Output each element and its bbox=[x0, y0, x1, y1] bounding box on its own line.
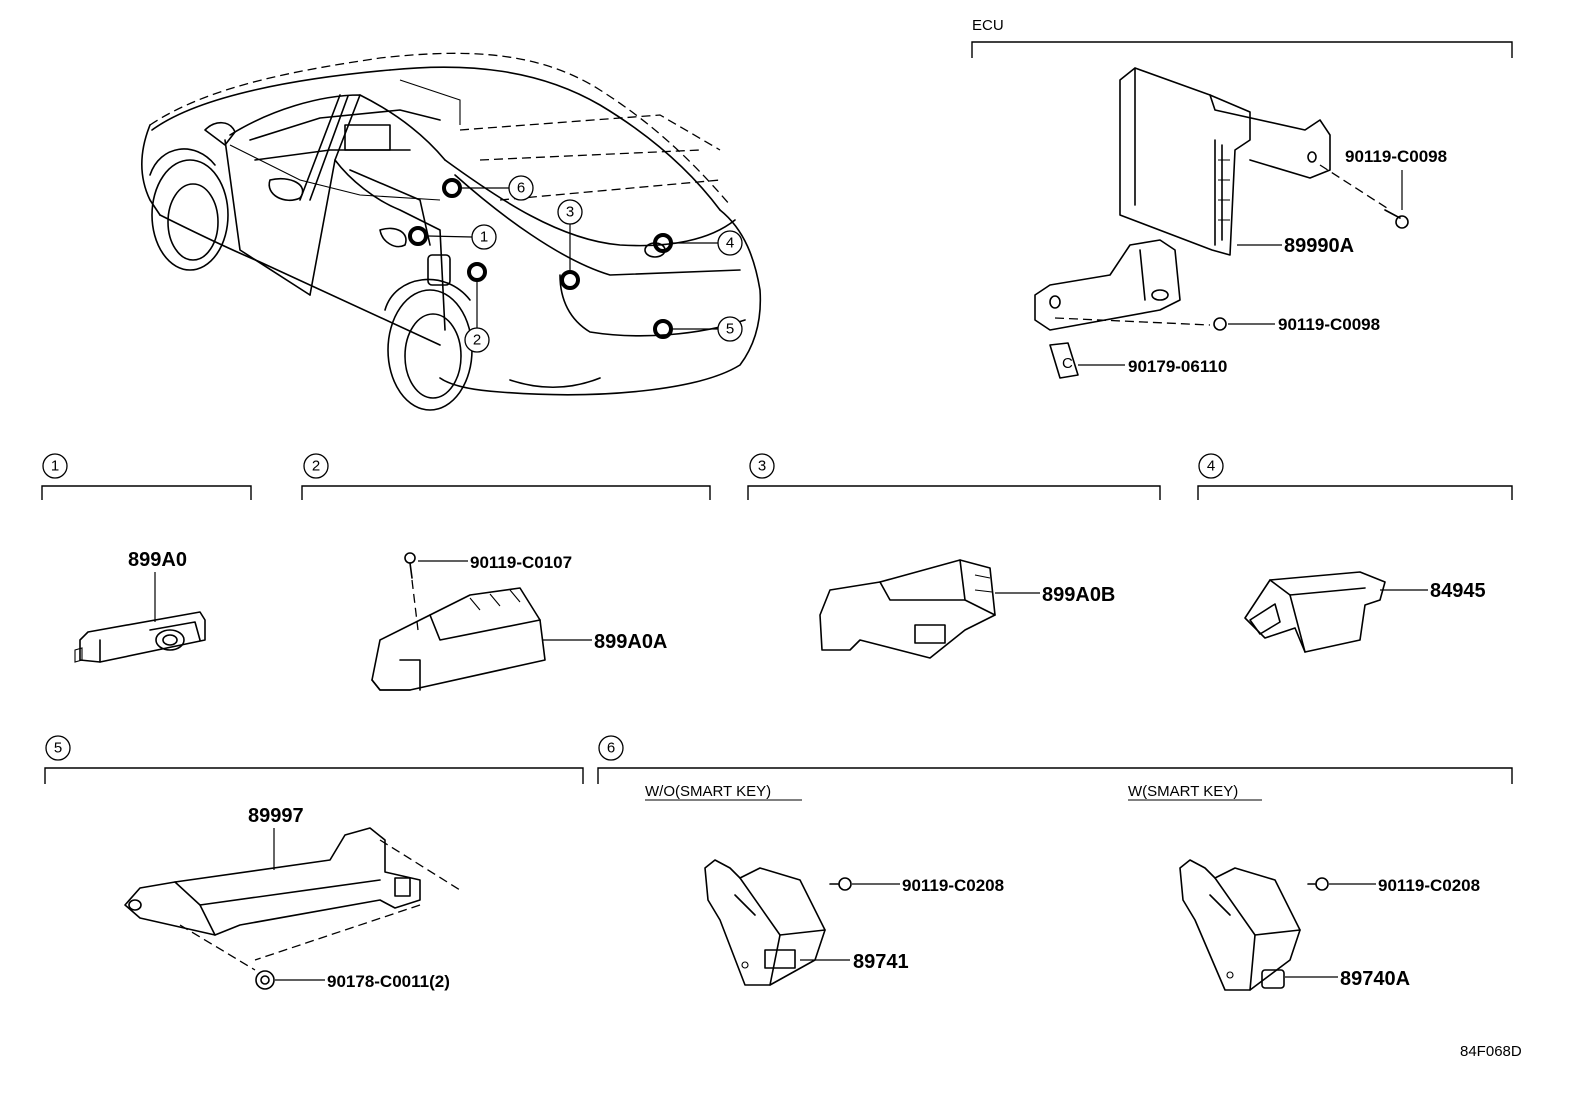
part-number-90119-C0107: 90119-C0107 bbox=[470, 553, 572, 572]
handle-sensor-89997-part bbox=[124, 827, 461, 971]
sensor-899A0B-part bbox=[819, 559, 996, 659]
section-2: 2 90119-C0107 899A0A bbox=[301, 453, 711, 691]
part-number-90179-06110: 90179-06110 bbox=[1128, 357, 1227, 376]
svg-text:2: 2 bbox=[312, 458, 320, 475]
part-number-90178-C0011: 90178-C0011(2) bbox=[327, 972, 450, 991]
ecu-unit bbox=[1034, 67, 1331, 331]
part-number-89741: 89741 bbox=[853, 951, 909, 973]
sensor-899A0A-part bbox=[371, 587, 546, 691]
part-number-89740A: 89740A bbox=[1340, 968, 1410, 990]
svg-text:4: 4 bbox=[1207, 458, 1215, 475]
svg-text:6: 6 bbox=[607, 740, 615, 757]
svg-text:6: 6 bbox=[517, 180, 525, 197]
svg-text:1: 1 bbox=[480, 229, 488, 246]
section-6: 6 W/O(SMART KEY) 90119-C0208 89741 bbox=[597, 735, 1513, 991]
svg-text:3: 3 bbox=[758, 458, 766, 475]
part-number-899A0A: 899A0A bbox=[594, 631, 667, 653]
svg-text:5: 5 bbox=[54, 740, 62, 757]
svg-text:4: 4 bbox=[726, 235, 734, 252]
screw-icon bbox=[1307, 877, 1329, 891]
screw-icon bbox=[404, 552, 416, 579]
part-number-90119-C0098-top: 90119-C0098 bbox=[1345, 147, 1447, 166]
section-5: 5 89997 90178-C0011(2) bbox=[44, 735, 584, 991]
car-location-markers bbox=[408, 178, 673, 339]
section-1: 1 899A0 bbox=[41, 453, 252, 663]
svg-text:C: C bbox=[1062, 355, 1073, 372]
svg-text:3: 3 bbox=[566, 204, 574, 221]
car-callout-5: 5 bbox=[672, 316, 743, 342]
sensor-899A0-part bbox=[74, 611, 206, 663]
figure-code: 84F068D bbox=[1460, 1043, 1522, 1060]
variant-label-wo-smart-key: W/O(SMART KEY) bbox=[645, 783, 771, 800]
camera-84945-part bbox=[1244, 571, 1386, 653]
receiver-89741-part bbox=[704, 859, 826, 986]
svg-text:5: 5 bbox=[726, 321, 734, 338]
part-number-90119-C0208-wo: 90119-C0208 bbox=[902, 876, 1004, 895]
vehicle-illustration bbox=[140, 52, 762, 411]
part-number-899A0: 899A0 bbox=[128, 549, 187, 571]
variant-without-smart-key: W/O(SMART KEY) 90119-C0208 89741 bbox=[645, 783, 1004, 986]
car-callout-6: 6 bbox=[461, 175, 534, 201]
receiver-89740A-part bbox=[1179, 859, 1301, 991]
section-4: 4 84945 bbox=[1197, 453, 1513, 653]
bolt-icon bbox=[1384, 209, 1409, 229]
part-number-89990A: 89990A bbox=[1284, 235, 1354, 257]
screw-icon bbox=[829, 877, 852, 891]
variant-label-w-smart-key: W(SMART KEY) bbox=[1128, 783, 1238, 800]
svg-text:1: 1 bbox=[51, 458, 59, 475]
part-number-90119-C0208-w: 90119-C0208 bbox=[1378, 876, 1480, 895]
part-number-84945: 84945 bbox=[1430, 580, 1486, 602]
ecu-title: ECU bbox=[972, 17, 1004, 34]
car-callout-3: 3 bbox=[557, 199, 583, 270]
svg-text:2: 2 bbox=[473, 332, 481, 349]
car-callout-4: 4 bbox=[672, 230, 743, 256]
ecu-section: ECU 90119-C0098 89990A bbox=[971, 17, 1513, 379]
clip-icon bbox=[255, 970, 275, 990]
variant-with-smart-key: W(SMART KEY) 90119-C0208 89740A bbox=[1128, 783, 1480, 991]
car-callout-2: 2 bbox=[464, 281, 490, 353]
section-3: 3 899A0B bbox=[747, 453, 1161, 659]
part-number-89997: 89997 bbox=[248, 805, 304, 827]
bolt-icon bbox=[1213, 317, 1227, 331]
part-number-899A0B: 899A0B bbox=[1042, 584, 1115, 606]
part-number-90119-C0098-bottom: 90119-C0098 bbox=[1278, 315, 1380, 334]
clip-nut-icon: C bbox=[1049, 342, 1079, 379]
car-callout-1: 1 bbox=[427, 224, 497, 250]
